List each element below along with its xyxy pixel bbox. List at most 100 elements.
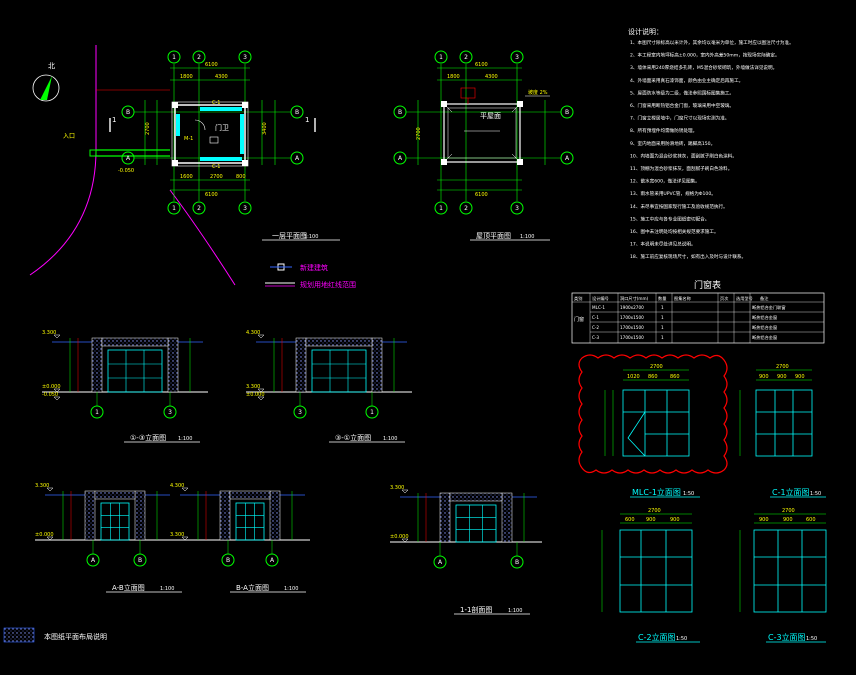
c2-title: C-2立面图 (638, 632, 676, 642)
note-line: 9、室内地面采用防滑地砖，踢脚高150。 (630, 140, 715, 147)
table-header: 洞口尺寸(mm) (620, 295, 649, 302)
elevation-axis: 3 (298, 409, 302, 416)
site-label: 入口 (63, 133, 75, 140)
table-header: 备注 (760, 295, 769, 302)
elevation-mark: ±0.000 (35, 532, 54, 538)
elevation-mark: 4.300 (246, 330, 260, 336)
note-line: 12、散水宽600，做法详见图集。 (630, 178, 700, 185)
window-details: 2700 1020 860 860 MLC-1立面图 1:50 2700 900… (578, 354, 827, 643)
plan1-dim-top-1: 1800 (180, 74, 193, 80)
elevation-mark: ±0.000 (390, 534, 409, 540)
svg-text:1: 1 (112, 116, 116, 124)
svg-text:A: A (398, 155, 403, 162)
first-floor-plan: 1 2 3 1 2 3 B A B A 6100 18 (109, 50, 340, 241)
elevation-axis: A (438, 559, 443, 566)
elevation-mark: 3.300 (390, 485, 404, 491)
plan2-dim-top-2: 4300 (485, 74, 498, 80)
legend-item-2: 规划用地红线范围 (300, 280, 356, 289)
elevation-mark: 3.300 (170, 532, 184, 538)
elevation-mark: 4.300 (170, 483, 184, 489)
mlc1-total: 2700 (650, 364, 663, 370)
svg-text:1: 1 (172, 205, 176, 212)
plan2-room-label: 平屋面 (480, 112, 501, 120)
elevation-scale: 1:100 (178, 436, 192, 442)
elevation-axis: 1 (370, 409, 374, 416)
table-header: 选用型号 (736, 295, 753, 302)
plan2-dim-total-bottom: 6100 (475, 192, 488, 198)
table-cell: C-3 (592, 335, 599, 340)
note-line: 3、墙体采用240厚烧结多孔砖，M5混合砂浆砌筑，外墙做法详见说明。 (630, 64, 777, 71)
table-cell: 1700x1500 (620, 315, 644, 320)
note-line: 5、屋面防水等级为二级，做法参照国标图集施工。 (630, 89, 734, 96)
elevation-mark: 3.300 (42, 330, 56, 336)
note-line: 6、门窗采用断热铝合金门窗，玻璃采用中空玻璃。 (630, 102, 734, 109)
table-header: 数量 (658, 295, 666, 302)
plan2-dim-top-1: 1800 (447, 74, 460, 80)
note-line: 4、外墙面采用真石漆饰面，颜色由业主确定后再施工。 (630, 77, 743, 84)
elevation-axis: A (270, 557, 275, 564)
design-notes: 设计说明： 1、本图尺寸除标高以米计外，其余均以毫米为单位，施工时应以图注尺寸为… (628, 27, 794, 260)
elevation-axis: 3 (168, 409, 172, 416)
elevation-axis: B (138, 557, 142, 564)
mlc1-title: MLC-1立面图 (632, 487, 681, 497)
svg-text:1: 1 (172, 54, 176, 61)
table-cell: 1 (661, 335, 664, 340)
note-line: 16、图中未注明处均按相关规范要求施工。 (630, 228, 719, 235)
c2-scale: 1:50 (676, 636, 687, 642)
notes-title: 设计说明： (628, 27, 663, 36)
elevation-title: ③-①立面图 (335, 433, 371, 442)
plan1-dim-total: 6100 (205, 62, 218, 68)
svg-text:B: B (565, 109, 569, 116)
c3-dim-1: 900 (759, 517, 769, 523)
north-label: 北 (48, 62, 55, 70)
c2-dim-3: 900 (670, 517, 680, 523)
table-cell: 断热铝合金窗 (752, 334, 777, 341)
elevation-title: A-B立面图 (112, 583, 145, 592)
table-cell: 1 (661, 325, 664, 330)
note-line: 13、雨水管采用UPVC管，规格为Φ100。 (630, 190, 716, 197)
c3-title: C-3立面图 (768, 632, 806, 642)
c2-dim-1: 600 (625, 517, 635, 523)
plan2-scale: 1:100 (520, 234, 534, 240)
door-table-group-label: 门窗 (574, 316, 584, 323)
door-window-table: 门窗表 类别设计编号洞口尺寸(mm)数量图集名称页次选用型号备注 门窗 MLC-… (571, 279, 825, 344)
elevation-mark: -0.050 (42, 392, 58, 398)
table-cell: 1 (661, 315, 664, 320)
svg-text:3: 3 (243, 205, 247, 212)
plan1-dim-bottom-3: 800 (236, 174, 246, 180)
note-line: 10、内墙面为混合砂浆抹灰，面刮腻子刷白色涂料。 (630, 152, 737, 159)
c3-scale: 1:50 (806, 636, 817, 642)
svg-text:2: 2 (464, 54, 468, 61)
plan1-door: M-1 (184, 136, 193, 142)
footer: 本图纸平面布局说明 (3, 627, 107, 643)
legend: 新建建筑 规划用地红线范围 (265, 263, 356, 289)
mlc1-dim-1: 1020 (627, 374, 640, 380)
c1-dim-2: 900 (777, 374, 787, 380)
plan1-room-label: 门卫 (215, 123, 229, 132)
roof-plan: 1 2 3 1 2 3 B A B A 6100 1800 4300 610 (393, 50, 574, 241)
site-road-lines: 入口 -0.050 (29, 45, 236, 286)
note-line: 17、本说明未尽处详见总说明。 (630, 241, 696, 248)
c1-dim-1: 900 (759, 374, 769, 380)
table-header: 设计编号 (592, 295, 609, 302)
svg-text:3: 3 (243, 54, 247, 61)
elevation-scale: 1:100 (284, 586, 298, 592)
table-cell: C-2 (592, 325, 599, 330)
mlc1-dim-3: 860 (670, 374, 680, 380)
table-cell: 断热铝合金窗 (752, 314, 777, 321)
elevation-axis: B (226, 557, 230, 564)
c2-total: 2700 (648, 508, 661, 514)
svg-text:A: A (126, 155, 131, 162)
note-line: 15、施工中应与各专业图纸密切配合。 (630, 215, 709, 222)
door-table-title: 门窗表 (694, 279, 721, 291)
c1-title: C-1立面图 (772, 487, 810, 497)
plan2-callout: 坡度 2% (528, 89, 548, 96)
elevations: 3.300 ±0.000 -0.050 1 3 ①-③立面图 1:100 4.300 3.300… (35, 330, 542, 615)
elevation-axis: B (515, 559, 519, 566)
elevation-title: ①-③立面图 (130, 433, 166, 442)
svg-text:B: B (295, 109, 299, 116)
plan1-scale: 1:100 (304, 234, 318, 240)
